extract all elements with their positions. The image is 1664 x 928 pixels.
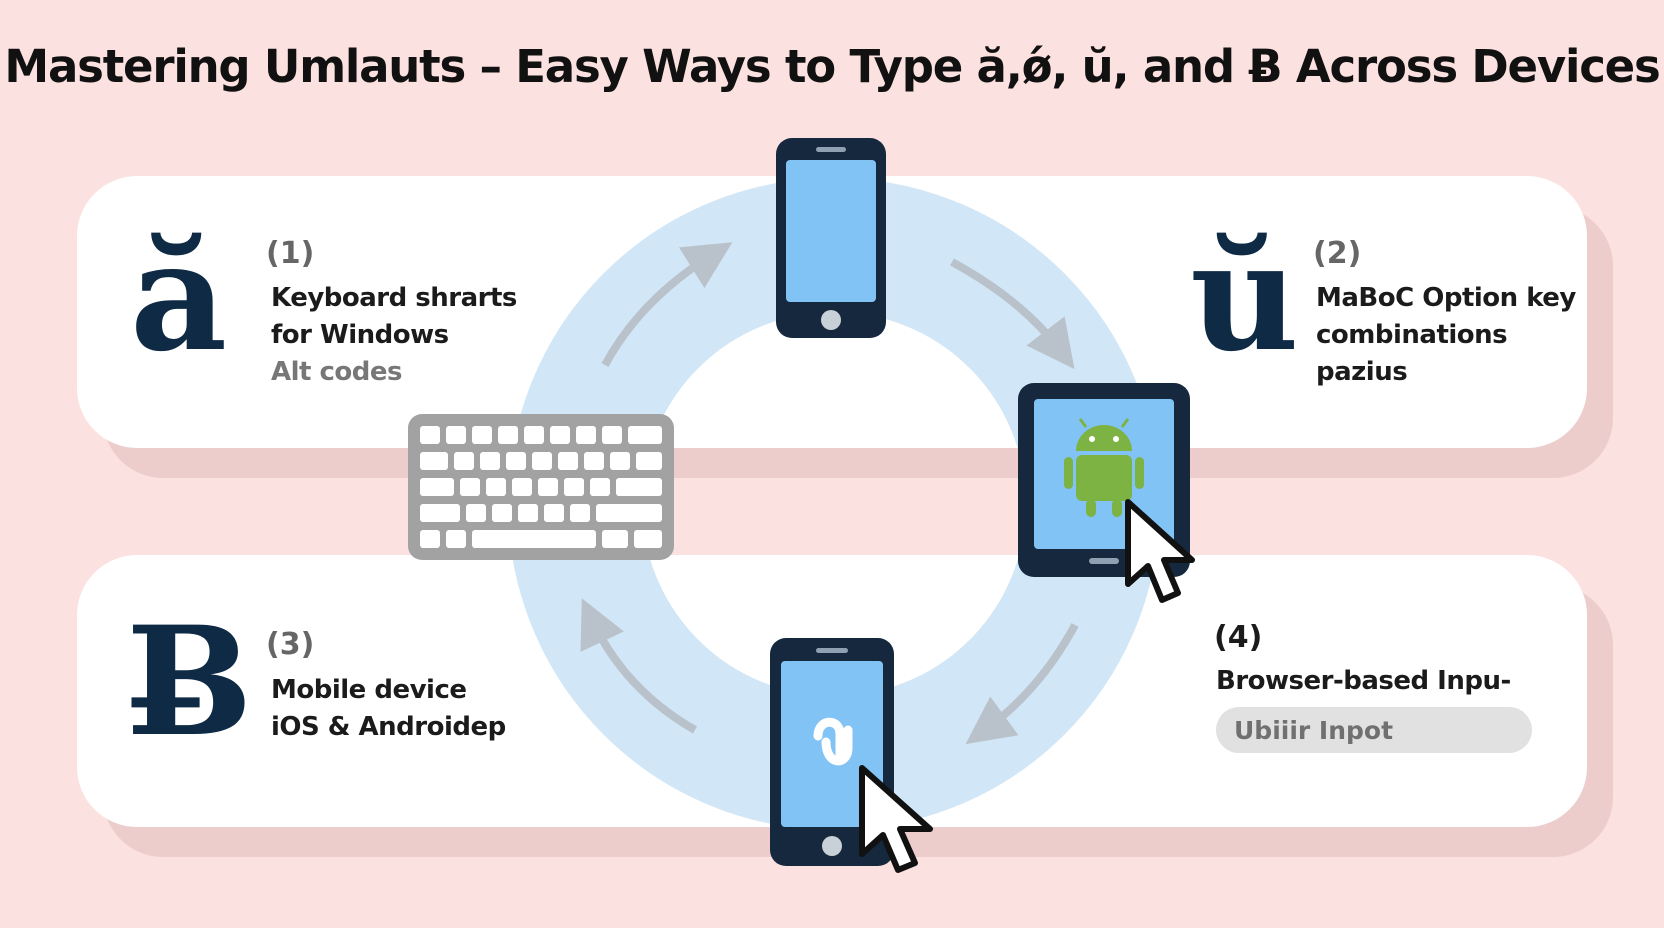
cycle-arrow-icon: [950, 258, 1075, 370]
cycle-arrow-icon: [965, 623, 1079, 745]
method-3-line-2: iOS & Androidep: [271, 712, 506, 742]
glyph-b-stroke: Ƀ: [126, 594, 253, 770]
method-3-number: (3): [266, 627, 315, 662]
method-1-number: (1): [266, 236, 315, 271]
method-2-line-2: combinations: [1316, 320, 1508, 350]
pointer-cursor-icon: [1125, 499, 1195, 603]
cycle-arrow-icon: [580, 598, 697, 734]
browser-input-field[interactable]: [1216, 707, 1532, 753]
method-1-subtitle: Alt codes: [271, 357, 403, 387]
method-2-line-1: MaBoC Option key: [1316, 283, 1576, 313]
android-robot-icon: [1064, 418, 1144, 517]
smartphone-icon: [776, 138, 886, 338]
glyph-u-breve: ŭ: [1190, 209, 1300, 385]
cycle-arrow-icon: [601, 242, 733, 367]
browser-input-text: Ubiiir Inpot: [1234, 716, 1394, 745]
method-4-line-1: Browser-based Inpu-: [1216, 666, 1511, 696]
method-4-number: (4): [1214, 620, 1263, 655]
glyph-a-breve: ă: [130, 209, 228, 385]
method-2-subtitle: pazius: [1316, 357, 1408, 387]
keyboard-icon: [408, 414, 674, 560]
method-1-line-2: for Windows: [271, 320, 449, 350]
method-2-number: (2): [1313, 236, 1362, 271]
method-1-line-1: Keyboard shrarts: [271, 283, 517, 313]
page-title: Mastering Umlauts – Easy Ways to Type ă,…: [4, 40, 1660, 93]
method-3-line-1: Mobile device: [271, 675, 467, 705]
pointer-cursor-icon: [859, 765, 933, 873]
